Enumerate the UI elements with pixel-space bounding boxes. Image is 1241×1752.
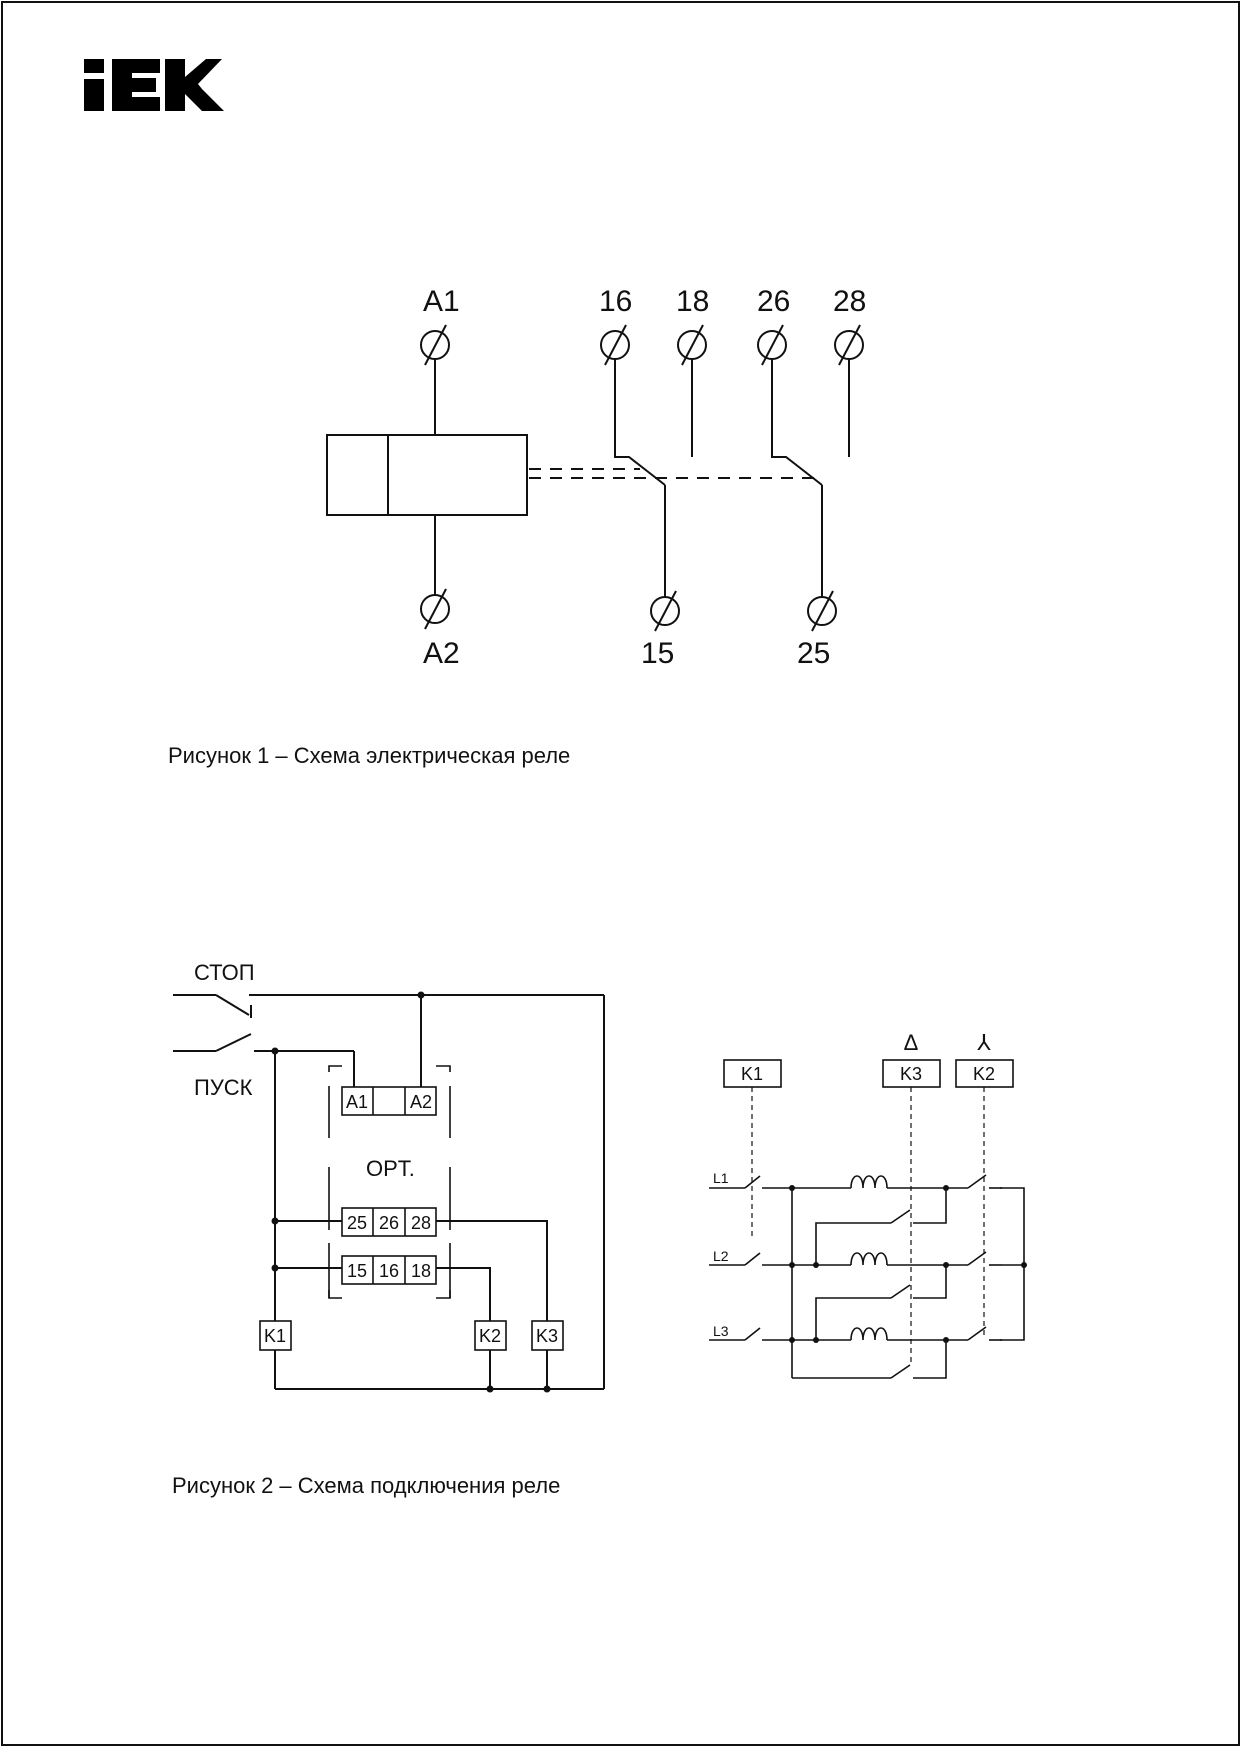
phase-label-l2: L2 xyxy=(713,1248,729,1264)
relay-housing-lower xyxy=(328,1167,451,1299)
terminal-label-25: 25 xyxy=(797,637,830,670)
terminal-symbol-a2 xyxy=(420,588,450,630)
terminal-label-a1: A1 xyxy=(423,285,460,318)
terminal-symbol-18 xyxy=(677,324,707,457)
coil-k2-label: K2 xyxy=(479,1326,501,1346)
coil-row-cell-a2: A2 xyxy=(410,1092,432,1112)
junction-dot xyxy=(813,1262,819,1268)
common-contact-15 xyxy=(650,485,680,632)
figure-2-power-circuit: K1 K3 K2 Δ ⅄ L1 L2 L3 xyxy=(709,1030,1027,1379)
terminal-label-a2: A2 xyxy=(423,637,460,670)
star-symbol: ⅄ xyxy=(976,1030,991,1055)
terminal-label-18: 18 xyxy=(676,285,709,318)
coil-k3-label: K3 xyxy=(536,1326,558,1346)
terminal-label-15: 15 xyxy=(641,637,674,670)
k3-contacts xyxy=(792,1188,947,1379)
terminal-label-28: 28 xyxy=(833,285,866,318)
opt-label: OPT. xyxy=(366,1156,415,1181)
contact-cell-18: 18 xyxy=(411,1261,431,1281)
delta-symbol: Δ xyxy=(904,1030,919,1055)
junction-dot xyxy=(486,1385,494,1393)
wire-18-to-k2 xyxy=(436,1267,491,1321)
junction-dot xyxy=(813,1337,819,1343)
motor-winding-v xyxy=(792,1252,946,1266)
k2-contacts xyxy=(946,1174,1002,1341)
k1-contacts xyxy=(709,1175,792,1341)
terminal-symbol-16 xyxy=(600,324,666,486)
phase-label-l3: L3 xyxy=(713,1323,729,1339)
contact-block-lower xyxy=(341,1255,437,1285)
star-point xyxy=(1000,1187,1027,1341)
figure-2-control-circuit: СТОП ПУСК OPT. xyxy=(173,960,605,1393)
junction-dot xyxy=(543,1385,551,1393)
terminal-label-16: 16 xyxy=(599,285,632,318)
terminal-symbol-28 xyxy=(834,324,864,457)
contact-cell-16: 16 xyxy=(379,1261,399,1281)
start-contact xyxy=(173,1033,355,1087)
figure-2-caption: Рисунок 2 – Схема подключения реле xyxy=(172,1473,560,1498)
contact-cell-25: 25 xyxy=(347,1213,367,1233)
phase-label-l1: L1 xyxy=(713,1170,729,1186)
stop-contact xyxy=(173,994,604,1018)
terminal-label-26: 26 xyxy=(757,285,790,318)
iek-logo xyxy=(84,59,224,111)
terminal-symbol-26 xyxy=(757,324,823,486)
contactor-k3-label: K3 xyxy=(900,1064,922,1084)
contactor-k1-label: K1 xyxy=(741,1064,763,1084)
wire-28-to-k3 xyxy=(436,1220,548,1321)
terminal-symbol-a1 xyxy=(420,324,450,434)
relay-coil xyxy=(326,434,528,516)
mechanical-linkage xyxy=(529,468,822,479)
contact-cell-26: 26 xyxy=(379,1213,399,1233)
contact-cell-28: 28 xyxy=(411,1213,431,1233)
contactor-k2-label: K2 xyxy=(973,1064,995,1084)
relay-coil-block xyxy=(341,1086,437,1116)
motor-winding-w xyxy=(792,1327,946,1341)
motor-winding-u xyxy=(792,1175,946,1189)
figure-1-relay-schematic: A1 16 18 26 28 A2 15 25 xyxy=(168,285,866,768)
relay-housing-upper xyxy=(328,1065,451,1138)
coil-row-cell-a1: A1 xyxy=(346,1092,368,1112)
figure-1-caption: Рисунок 1 – Схема электрическая реле xyxy=(168,743,570,768)
contact-cell-15: 15 xyxy=(347,1261,367,1281)
common-contact-25 xyxy=(807,485,837,632)
coil-k1-label: K1 xyxy=(264,1326,286,1346)
stop-button-label: СТОП xyxy=(194,960,255,985)
start-button-label: ПУСК xyxy=(194,1075,253,1100)
